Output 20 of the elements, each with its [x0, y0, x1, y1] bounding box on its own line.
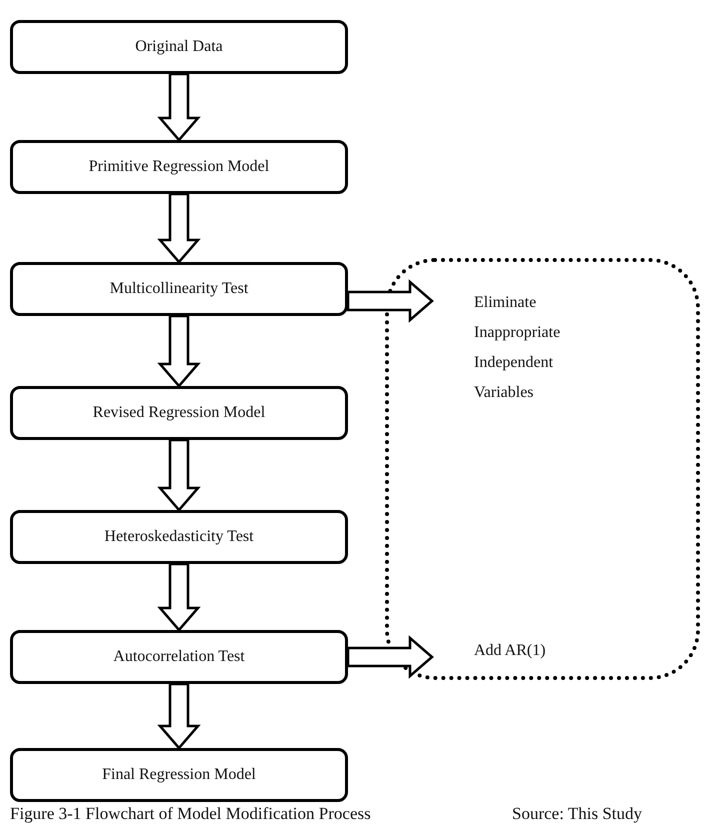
dotted-region: [385, 258, 700, 680]
block-arrow: [157, 72, 201, 142]
block-arrow: [346, 635, 434, 679]
source-note: Source: This Study: [512, 804, 642, 824]
note-text: Add AR(1): [474, 641, 547, 661]
block-arrow: [157, 562, 201, 632]
process-box: Heteroskedasticity Test: [10, 510, 348, 564]
process-box: Primitive Regression Model: [10, 140, 348, 194]
block-arrow: [346, 279, 434, 323]
process-box: Revised Regression Model: [10, 386, 348, 440]
process-box: Multicollinearity Test: [10, 262, 348, 316]
process-box: Original Data: [10, 20, 348, 74]
block-arrow: [157, 314, 201, 388]
block-arrow: [157, 682, 201, 750]
block-arrow: [157, 438, 201, 512]
process-box: Final Regression Model: [10, 748, 348, 802]
process-box: Autocorrelation Test: [10, 630, 348, 684]
block-arrow: [157, 192, 201, 264]
figure-caption: Figure 3-1 Flowchart of Model Modification Process: [10, 804, 371, 824]
note-text: Eliminate Inappropriate Independent Variables: [474, 293, 562, 403]
